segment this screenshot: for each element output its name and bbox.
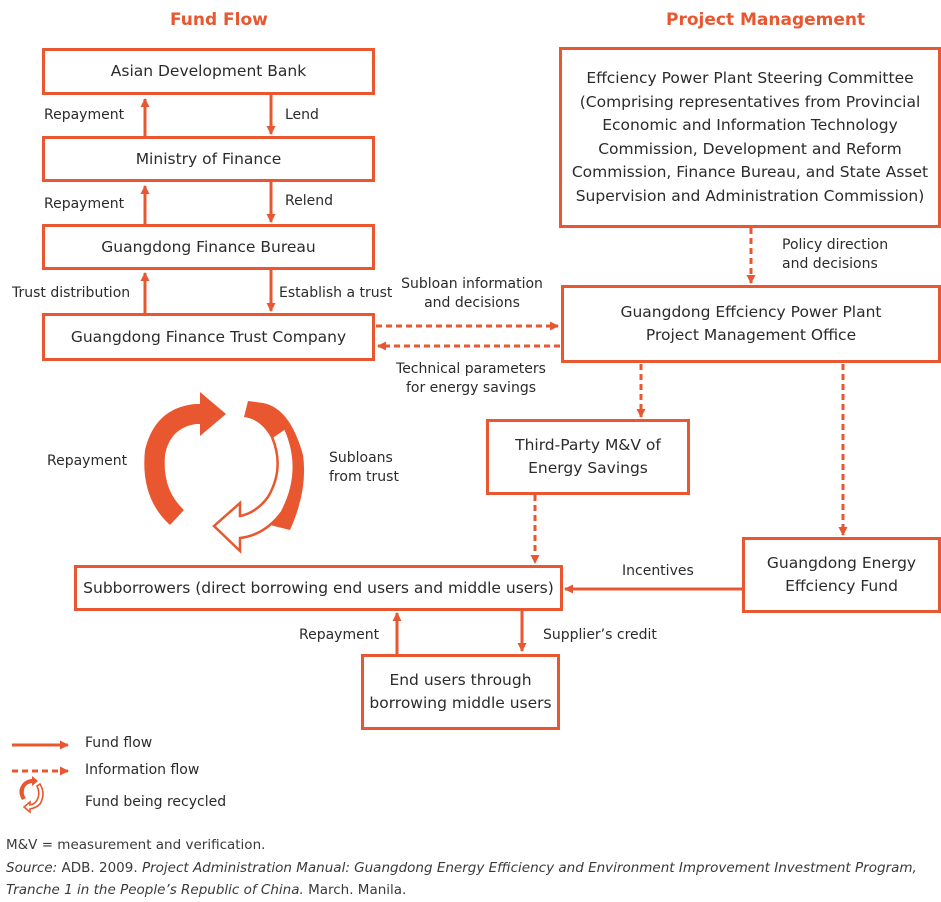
- policy-line-1: Policy direction: [782, 237, 889, 253]
- project-management-heading: Project Management: [666, 10, 866, 30]
- gftc-box: Guangdong Finance Trust Company: [42, 313, 375, 361]
- steering-line-5: Supervision and Administration Commissio…: [575, 186, 925, 205]
- source-prefix: ADB. 2009.: [57, 860, 142, 876]
- fund-flow-heading: Fund Flow: [170, 10, 268, 30]
- source-suffix: March. Manila.: [303, 882, 407, 898]
- label-relend: Relend: [285, 193, 333, 209]
- policy-line-2: and decisions: [782, 256, 878, 272]
- label-establish-trust: Establish a trust: [279, 285, 393, 301]
- energy-fund-line-1: Guangdong Energy: [766, 554, 917, 572]
- recycle-icon-small: [19, 776, 44, 814]
- label-repayment-mof: Repayment: [44, 196, 125, 212]
- label-technical-parameters: Technical parameters for energy savings: [386, 360, 556, 398]
- source-note-line-2: Tranche 1 in the People’s Republic of Ch…: [6, 879, 406, 902]
- mv-line-2: Energy Savings: [528, 459, 648, 477]
- pmo-box: Guangdong Effciency Power Plant Project …: [561, 285, 941, 363]
- pmo-line-1: Guangdong Effciency Power Plant: [620, 303, 882, 321]
- subloan-info-line-1: Subloan information: [401, 276, 543, 292]
- pmo-line-2: Project Management Office: [645, 326, 857, 344]
- steering-line-1: (Comprising representatives from Provinc…: [579, 92, 921, 111]
- label-incentives: Incentives: [622, 563, 694, 579]
- label-recycle-repayment: Repayment: [47, 453, 128, 469]
- label-trust-distribution: Trust distribution: [12, 285, 131, 301]
- mv-line-1: Third-Party M&V of: [515, 436, 661, 454]
- legend-fund-recycled: Fund being recycled: [85, 794, 227, 810]
- subloans-line-1: Subloans: [329, 450, 393, 466]
- source-title-2: Tranche 1 in the People’s Republic of Ch…: [6, 882, 304, 898]
- steering-committee-box: Effciency Power Plant Steering Committee…: [559, 47, 941, 228]
- abbreviation-note: M&V = measurement and verification.: [6, 837, 266, 853]
- adb-box: Asian Development Bank: [42, 48, 375, 95]
- gftc-label: Guangdong Finance Trust Company: [70, 327, 347, 346]
- mof-box: Ministry of Finance: [42, 136, 375, 182]
- gfb-label: Guangdong Finance Bureau: [101, 237, 316, 256]
- steering-title: Effciency Power Plant Steering Committee: [586, 69, 914, 87]
- label-repayment-adb: Repayment: [44, 107, 125, 123]
- label-subloan-info: Subloan information and decisions: [392, 275, 552, 313]
- subloans-line-2: from trust: [329, 469, 399, 485]
- energy-fund-line-2: Effciency Fund: [785, 577, 898, 595]
- end-users-line-2: borrowing middle users: [369, 694, 552, 712]
- end-users-box: End users through borrowing middle users: [361, 654, 560, 730]
- technical-line-2: for energy savings: [405, 380, 537, 396]
- mof-label: Ministry of Finance: [135, 149, 282, 168]
- source-label: Source:: [6, 860, 58, 876]
- subloan-info-line-2: and decisions: [424, 295, 520, 311]
- subborrowers-label: Subborrowers (direct borrowing end users…: [83, 578, 554, 597]
- steering-line-4: Commission, Finance Bureau, and State As…: [571, 163, 929, 181]
- gfb-box: Guangdong Finance Bureau: [42, 224, 375, 270]
- adb-label: Asian Development Bank: [110, 62, 307, 80]
- label-suppliers-credit: Supplier’s credit: [543, 627, 657, 643]
- energy-fund-box: Guangdong Energy Effciency Fund: [742, 537, 941, 613]
- label-subloans-from-trust: Subloans from trust: [329, 449, 399, 487]
- recycle-icon-large: [144, 392, 305, 554]
- legend-fund-flow: Fund flow: [85, 735, 153, 751]
- label-repayment-end-users: Repayment: [299, 627, 380, 643]
- source-title-1: Project Administration Manual: Guangdong…: [141, 860, 917, 876]
- technical-line-1: Technical parameters: [396, 361, 546, 377]
- steering-line-3: Commission, Development and Reform: [598, 139, 902, 158]
- source-note-line-1: Source: ADB. 2009. Project Administratio…: [6, 857, 917, 880]
- end-users-line-1: End users through: [389, 671, 532, 689]
- legend-information-flow: Information flow: [85, 762, 200, 778]
- steering-line-2: Economic and Information Technology: [602, 116, 898, 134]
- mv-box: Third-Party M&V of Energy Savings: [486, 419, 690, 495]
- subborrowers-box: Subborrowers (direct borrowing end users…: [74, 565, 563, 611]
- label-lend: Lend: [285, 107, 319, 123]
- label-policy-direction: Policy direction and decisions: [782, 236, 888, 274]
